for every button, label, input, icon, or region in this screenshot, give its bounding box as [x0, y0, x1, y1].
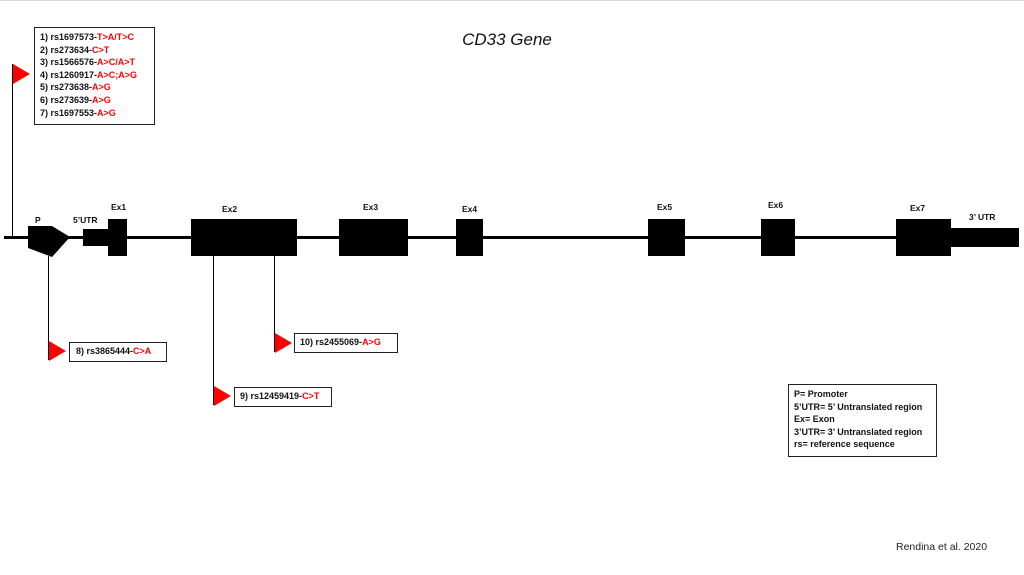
snp-id: 10) rs2455069- — [300, 337, 363, 347]
utr5-label: 5’UTR — [73, 215, 98, 225]
snp-alleles: A>C/A>T — [97, 57, 136, 68]
snp-row: 5) rs273638-A>G — [40, 81, 154, 94]
snp-id: 1) rs1697573- — [40, 32, 98, 42]
snp10-box: 10) rs2455069-A>G — [294, 333, 398, 353]
exon-4 — [456, 219, 483, 256]
exon-2 — [191, 219, 297, 256]
citation: Rendina et al. 2020 — [896, 541, 988, 553]
legend-item: rs= reference sequence — [794, 439, 895, 450]
exon-2-label: Ex2 — [222, 204, 238, 214]
top-border — [0, 0, 1024, 1]
exon-5 — [648, 219, 685, 256]
utr5-block — [83, 229, 109, 246]
snp-id: 2) rs273634- — [40, 44, 93, 55]
snp10-flag — [275, 333, 292, 353]
promoter-arrow — [28, 226, 70, 257]
diagram-title: CD33 Gene — [462, 30, 552, 49]
snp-id: 9) rs12459419- — [240, 391, 303, 401]
snp9-box: 9) rs12459419-C>T — [234, 387, 332, 407]
legend-item: 3’UTR= 3’ Untranslated region — [794, 426, 923, 437]
exon-1-label: Ex1 — [111, 202, 127, 212]
snp8-box: 8) rs3865444-C>A — [69, 342, 167, 362]
snp-alleles: T>A/T>C — [97, 32, 135, 42]
snp8-flag — [49, 341, 66, 361]
snp-alleles: A>G — [97, 107, 116, 118]
snp-id: 4) rs1260917- — [40, 69, 98, 80]
exon-1 — [108, 219, 127, 256]
snp-group-flag — [13, 64, 30, 84]
snp-id: 7) rs1697553- — [40, 107, 98, 118]
exon-3 — [339, 219, 408, 256]
exon-7-label: Ex7 — [910, 203, 926, 213]
exon-4-label: Ex4 — [462, 204, 478, 214]
snp-alleles: C>T — [302, 391, 320, 401]
exon-5-label: Ex5 — [657, 202, 673, 212]
snp-row: 7) rs1697553-A>G — [40, 107, 154, 120]
snp-id: 5) rs273638- — [40, 82, 93, 93]
legend-box: P= Promoter 5’UTR= 5’ Untranslated regio… — [788, 384, 937, 457]
snp-alleles: A>G — [92, 94, 111, 105]
snp-group-box: 1) rs1697573-T>A/T>C 2) rs273634-C>T 3) … — [34, 27, 155, 125]
legend-item: P= Promoter — [794, 389, 848, 399]
exon-7 — [896, 219, 951, 256]
promoter-label: P — [35, 215, 41, 225]
snp-row: 2) rs273634-C>T — [40, 44, 154, 57]
snp-alleles: A>G — [362, 337, 381, 347]
snp-alleles: C>A — [133, 346, 152, 356]
snp-row: 6) rs273639-A>G — [40, 94, 154, 107]
snp-alleles: A>G — [92, 82, 111, 93]
utr3-label: 3’ UTR — [969, 212, 996, 222]
exon-6 — [761, 219, 795, 256]
snp-row: 4) rs1260917-A>C;A>G — [40, 69, 154, 82]
snp-id: 8) rs3865444- — [76, 346, 134, 356]
snp-alleles: A>C;A>G — [97, 69, 138, 80]
snp-row: 3) rs1566576-A>C/A>T — [40, 56, 154, 69]
snp9-flag — [214, 386, 231, 406]
gene-backbone — [4, 236, 1016, 239]
snp-alleles: C>T — [92, 44, 110, 55]
legend-item: 5’UTR= 5’ Untranslated region — [794, 401, 923, 412]
exon-3-label: Ex3 — [363, 202, 379, 212]
snp-id: 3) rs1566576- — [40, 57, 98, 68]
legend-item: Ex= Exon — [794, 414, 835, 425]
snp-id: 6) rs273639- — [40, 94, 93, 105]
snp-row: 1) rs1697573-T>A/T>C — [40, 31, 154, 44]
utr3-block — [950, 228, 1019, 247]
exon-6-label: Ex6 — [768, 200, 784, 210]
